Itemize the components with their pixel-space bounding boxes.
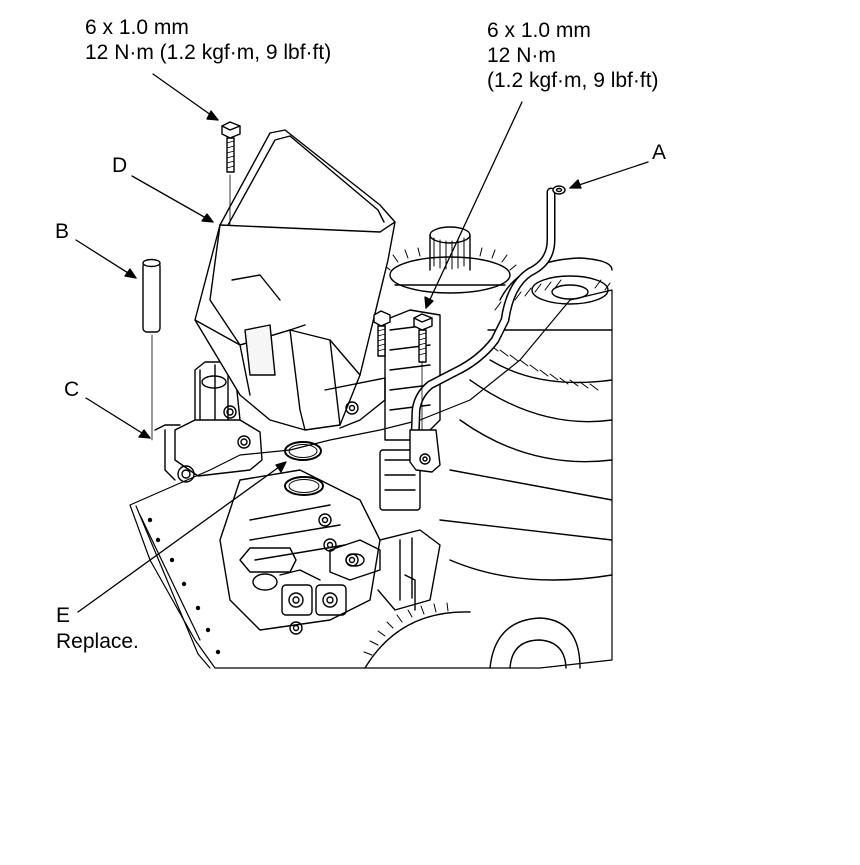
cover-d [194,129,396,431]
callout-d: D [112,154,128,177]
shaft-gear [383,226,517,294]
bolt-center [413,313,433,363]
callout-e: E [56,604,71,627]
spec-right-torque: 12 N·m [487,44,556,67]
spec-right-size: 6 x 1.0 mm [487,19,591,42]
spec-left-size: 6 x 1.0 mm [85,16,189,39]
main-gear [439,257,613,581]
bolt-left [221,121,241,173]
leader-lines [75,73,649,613]
o-ring-e [284,441,324,496]
callout-a: A [652,141,667,164]
valve-body [154,361,441,635]
callout-c: C [64,378,80,401]
transmission-case [129,289,613,669]
spec-left-torque: 12 N·m (1.2 kgf·m, 9 lbf·ft) [85,41,332,64]
callout-b: B [55,220,70,243]
callout-e-note: Replace. [56,630,139,653]
spec-right-torque-alt: (1.2 kgf·m, 9 lbf·ft) [487,69,659,92]
mount-bracket [379,309,441,511]
pipe-a [409,185,566,473]
dowel-pin-b [142,258,161,333]
lower-gear [363,602,581,669]
bolt-right-lower [373,310,391,357]
